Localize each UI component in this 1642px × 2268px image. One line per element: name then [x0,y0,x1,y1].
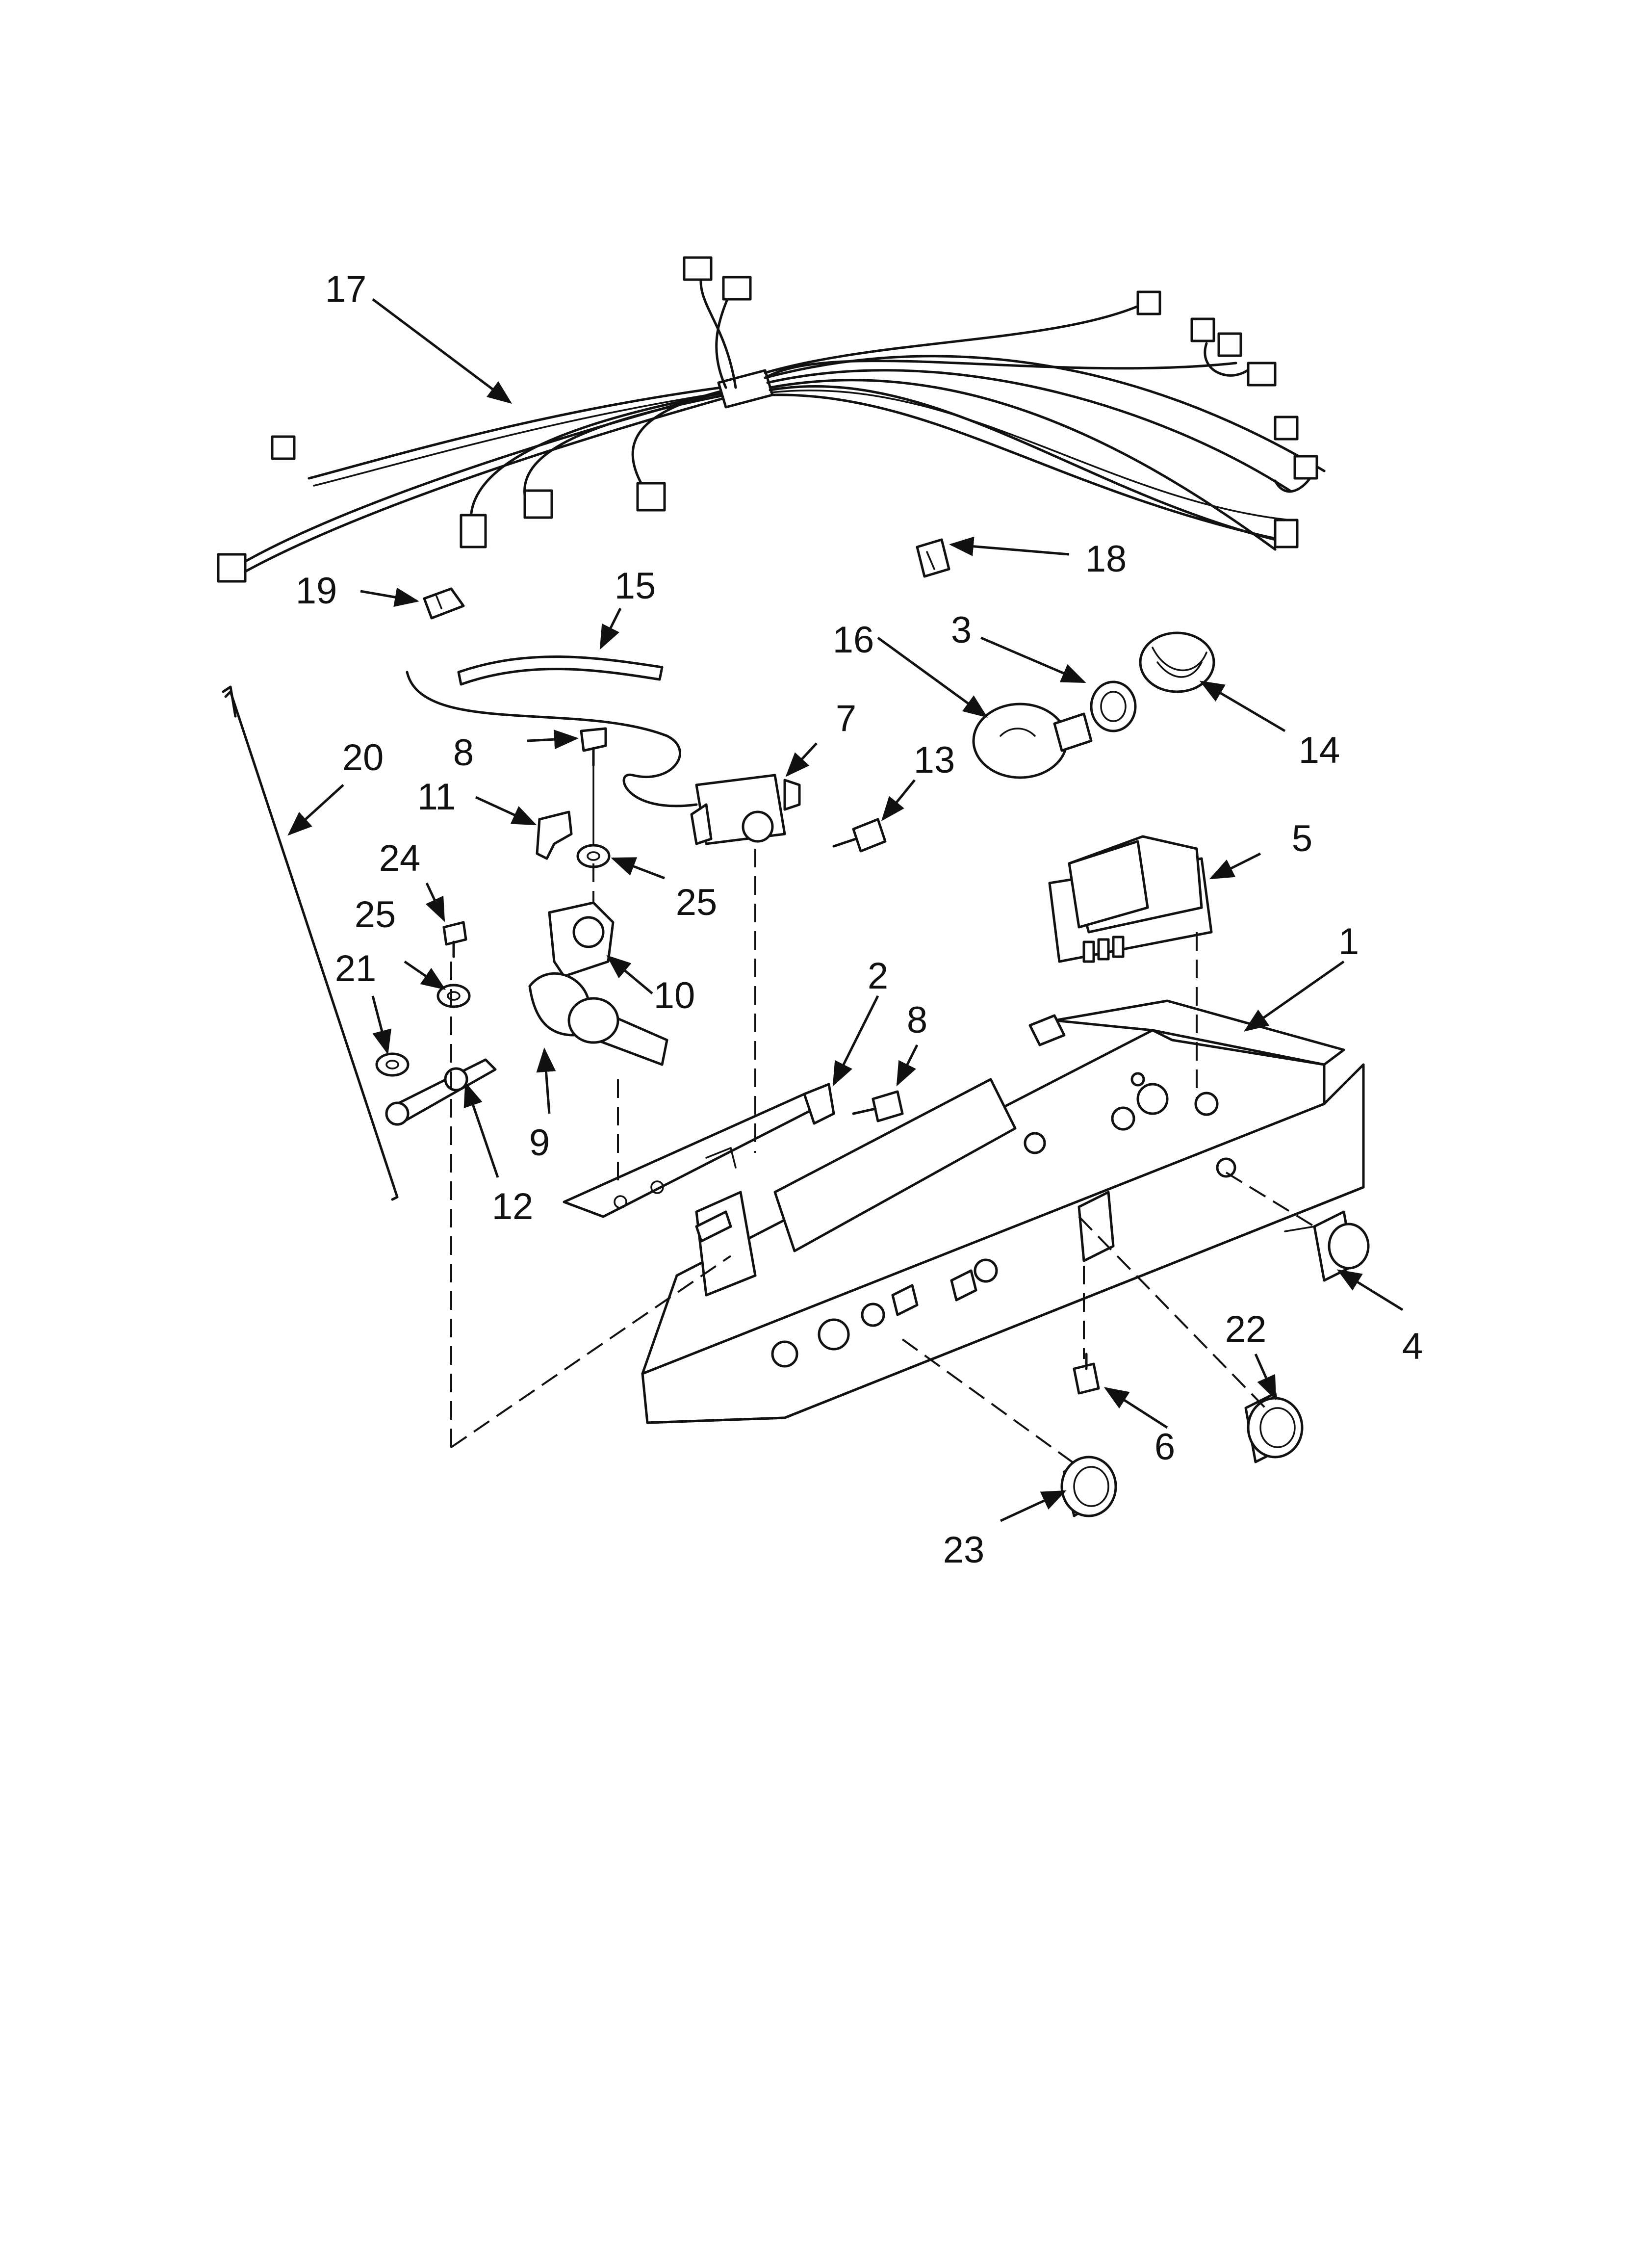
callout-19: 19 [296,570,337,612]
callout-5: 5 [1292,818,1312,860]
screw [852,1090,904,1122]
screw [580,727,607,767]
callout-9: 9 [529,1122,550,1164]
callout-8-upper: 8 [453,732,474,774]
callout-18: 18 [1085,538,1127,580]
screw [442,921,467,958]
lever [385,1058,497,1126]
connector-icon [271,435,296,460]
callout-21: 21 [335,948,377,990]
connector-icon [217,553,247,583]
wire-harness [217,256,1326,583]
connector-icon [1274,416,1299,441]
connector-icon [1274,519,1299,548]
connector-icon [1217,332,1242,357]
callout-1: 1 [1338,921,1359,963]
callout-23: 23 [943,1529,985,1571]
callout-13: 13 [914,739,955,781]
light-bulb [972,703,1093,779]
washer [576,844,611,868]
connector-icon [1247,362,1277,387]
callout-22: 22 [1225,1308,1267,1350]
callout-14: 14 [1299,730,1340,771]
actuator-rod [222,685,399,1201]
dispenser-housing [641,999,1365,1424]
connector-icon [1190,317,1215,342]
callout-11: 11 [417,776,456,818]
tube [457,655,664,686]
connector-icon [1136,290,1161,315]
connector-icon [523,489,553,519]
callout-2: 2 [868,955,888,997]
callout-8-lower: 8 [907,999,927,1041]
screw [832,818,887,853]
callout-24: 24 [379,837,421,879]
dispenser-button [1244,1392,1304,1463]
callout-25-left: 25 [355,894,396,936]
callout-arrows [287,298,1404,1522]
wire-clip [423,587,465,620]
callout-labels: 17 18 19 15 16 3 14 7 13 5 1 2 8 4 6 22 … [296,268,1423,1571]
assembly-lines [450,849,1315,1468]
callout-4: 4 [1402,1326,1423,1367]
callout-3: 3 [951,609,972,651]
callout-15: 15 [615,565,656,607]
washer [436,984,471,1008]
connector-icon [636,482,666,512]
callout-25-right: 25 [676,882,718,923]
dispenser-switch [406,671,801,845]
door-switch [1284,1210,1370,1282]
transformer [1048,835,1213,963]
callout-12: 12 [492,1186,534,1227]
connector-icon [722,276,752,301]
callout-7: 7 [836,698,856,739]
lamp-holder [1139,631,1215,693]
callout-17: 17 [325,268,367,310]
screw [1073,1353,1100,1395]
callout-16: 16 [833,619,874,661]
washer [375,1052,410,1077]
light-button [1060,1456,1117,1517]
callout-6: 6 [1155,1426,1175,1468]
mounting-bracket [563,1083,835,1218]
spring-clip [536,810,573,860]
connector-icon [1293,455,1318,480]
callout-20: 20 [342,737,384,779]
dispenser-actuator [528,972,668,1066]
connector-icon [460,514,487,548]
callout-10: 10 [654,975,695,1017]
connector-clip [916,538,950,578]
connector-icon [683,256,713,281]
bracket [548,901,615,978]
light-socket [1090,680,1137,732]
